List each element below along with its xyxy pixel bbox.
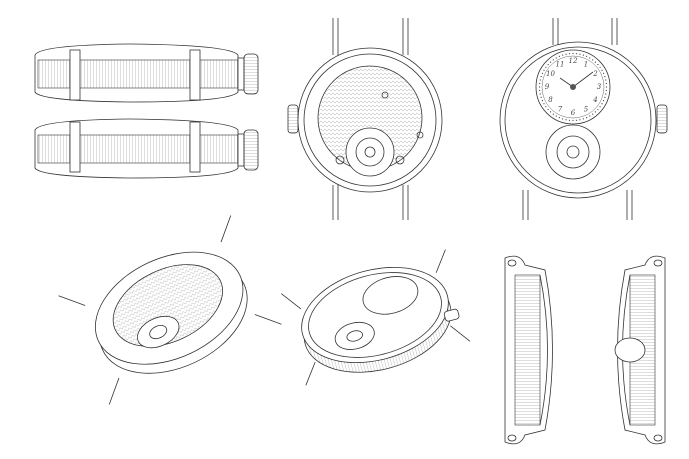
minute-track-dot — [540, 96, 542, 98]
dial-numeral: 5 — [584, 106, 589, 114]
minute-track-dot — [579, 53, 581, 55]
minute-track-dot — [568, 119, 571, 121]
crown-icon — [287, 104, 299, 134]
minute-track-dot — [543, 69, 545, 71]
minute-track-dot — [575, 53, 578, 55]
minute-track-dot — [547, 63, 549, 66]
minute-track-dot — [604, 96, 606, 98]
minute-track-dot — [589, 57, 591, 59]
minute-track-dot — [597, 63, 599, 66]
dial-numeral: 12 — [569, 57, 578, 65]
minute-track-dot — [552, 113, 554, 115]
dial-numeral: 9 — [545, 83, 550, 91]
minute-track-dot — [555, 115, 557, 117]
minute-track-dot — [592, 113, 594, 115]
minute-track-dot — [558, 55, 560, 57]
minute-track-dot — [589, 115, 591, 117]
minute-track-dot — [603, 72, 605, 74]
minute-track-dot — [541, 72, 543, 74]
minute-track-dot — [601, 103, 603, 105]
minute-track-dot — [549, 61, 552, 63]
minute-track-dot — [568, 53, 571, 55]
minute-track-dot — [605, 89, 607, 92]
minute-track-dot — [562, 54, 564, 56]
minute-track-dot — [605, 86, 608, 88]
hour-subdial — [535, 49, 611, 125]
minute-track-dot — [597, 108, 599, 111]
minute-hand — [572, 71, 594, 88]
minute-track-dot — [555, 57, 557, 59]
minute-track-dot — [572, 119, 574, 122]
minute-track-dot — [599, 106, 601, 108]
minute-track-dot — [541, 100, 543, 102]
isometric-caseback-view — [58, 215, 282, 405]
dial-numeral: 11 — [556, 60, 565, 68]
minute-track-dot — [594, 61, 597, 63]
crown-icon — [243, 53, 259, 95]
minute-track-dot — [605, 82, 607, 85]
crown-icon — [656, 104, 668, 134]
isometric-dial-view — [281, 249, 471, 386]
minute-track-dot — [539, 79, 541, 81]
minute-track-dot — [579, 119, 581, 121]
minute-track-dot — [565, 53, 567, 55]
dial-numeral: 1 — [584, 60, 588, 68]
minute-track-dot — [539, 93, 541, 95]
minute-track-dot — [538, 86, 541, 88]
crown-icon — [443, 308, 460, 322]
minute-track-dot — [572, 52, 574, 55]
minute-track-dot — [605, 79, 607, 81]
dial-numeral: 10 — [546, 70, 555, 78]
minute-track-dot — [539, 82, 541, 85]
minute-track-dot — [575, 119, 578, 121]
minute-track-dot — [605, 93, 607, 95]
minute-track-dot — [545, 106, 547, 108]
dial-numeral: 6 — [571, 109, 576, 117]
minute-track-dot — [565, 119, 567, 121]
side-view-top — [34, 43, 259, 103]
minute-track-dot — [599, 66, 601, 68]
caseback-view — [287, 18, 443, 220]
minute-track-dot — [586, 55, 588, 57]
dial-numeral: 4 — [592, 96, 597, 104]
minute-track-dot — [592, 59, 594, 61]
minute-track-dot — [582, 54, 584, 56]
minute-track-dot — [604, 76, 606, 78]
minute-track-dot — [549, 111, 552, 113]
minute-track-dot — [558, 117, 560, 119]
minute-track-dot — [594, 111, 597, 113]
minute-track-dot — [539, 89, 541, 92]
minute-track-dot — [603, 100, 605, 102]
minute-track-dot — [540, 76, 542, 78]
minute-track-dot — [601, 69, 603, 71]
minute-track-dot — [552, 59, 554, 61]
minute-track-dot — [582, 118, 584, 120]
dial-numeral: 2 — [592, 70, 598, 78]
dial-numeral: 8 — [548, 96, 553, 104]
profile-view-left — [504, 255, 553, 445]
crown-icon — [614, 337, 646, 363]
dial-numeral: 7 — [558, 106, 563, 114]
profile-view-right — [614, 255, 666, 445]
minute-track-dot — [543, 103, 545, 105]
crown-icon — [243, 129, 259, 171]
tourbillon-cage — [545, 124, 601, 180]
minute-track-dot — [562, 118, 564, 120]
minute-track-dot — [586, 117, 588, 119]
minute-track-dot — [545, 66, 547, 68]
side-view-bottom — [34, 118, 259, 179]
dial-numeral: 3 — [597, 83, 602, 91]
minute-track-dot — [547, 108, 549, 111]
